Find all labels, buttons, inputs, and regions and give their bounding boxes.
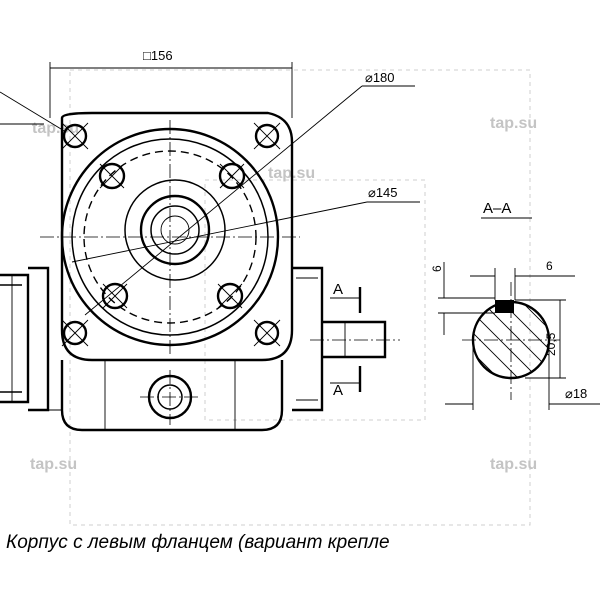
shaft-diameter-label: ⌀18 (565, 386, 587, 401)
key-depth-label: 6 (430, 265, 444, 272)
corner-bolts (61, 122, 281, 347)
corner-bolt-hole (254, 320, 280, 346)
watermark-text: tap.su (32, 120, 79, 137)
output-shaft (322, 320, 387, 359)
bolt-hole (98, 162, 126, 190)
corner-bolt-hole (62, 123, 88, 149)
key-width-label: 6 (546, 259, 553, 273)
section-a-a: А–А 6 6 20,5 ⌀18 (430, 200, 600, 410)
watermark-frames (69, 69, 531, 526)
watermarks: tap.su tap.su tap.su tap.su tap.su (30, 115, 537, 473)
corner-bolt-hole (62, 320, 88, 346)
square-flange-outline (60, 111, 294, 362)
housing-front-view: А А (0, 111, 400, 432)
flange-outer-diameter-label: ⌀180 (365, 70, 395, 85)
watermark-text: tap.su (490, 115, 537, 132)
dimension-diameter-145: ⌀145 (71, 185, 420, 263)
section-title: А–А (483, 200, 511, 217)
key-slot (495, 300, 514, 313)
left-side-body (0, 273, 30, 404)
left-leader (0, 91, 67, 133)
flange-inner-diameter-label: ⌀145 (368, 185, 398, 200)
bolt-hole (216, 282, 244, 310)
lower-body (60, 360, 284, 432)
hub-boss (139, 194, 211, 266)
hub-outer (124, 179, 226, 281)
drawing-caption: Корпус с левым фланцем (вариант крепле (6, 532, 390, 553)
right-side-body (292, 266, 324, 412)
section-mark-bottom: А (333, 382, 343, 399)
inner-bolts (98, 162, 246, 310)
shaft-section-hatch (473, 302, 549, 378)
dimension-square-156: □156 (49, 48, 293, 118)
corner-bolt-hole (254, 123, 280, 149)
watermark-text: tap.su (490, 456, 537, 473)
shaft-height-label: 20,5 (544, 332, 558, 356)
dimension-diameter-180: ⌀180 (84, 70, 415, 316)
section-mark-top: А (333, 281, 343, 298)
watermark-text: tap.su (30, 456, 77, 473)
hub-center (160, 215, 190, 245)
bolt-hole (101, 282, 129, 310)
bolt-hole (218, 162, 246, 190)
square-width-label: □156 (143, 48, 173, 63)
hub-bore (150, 205, 200, 255)
